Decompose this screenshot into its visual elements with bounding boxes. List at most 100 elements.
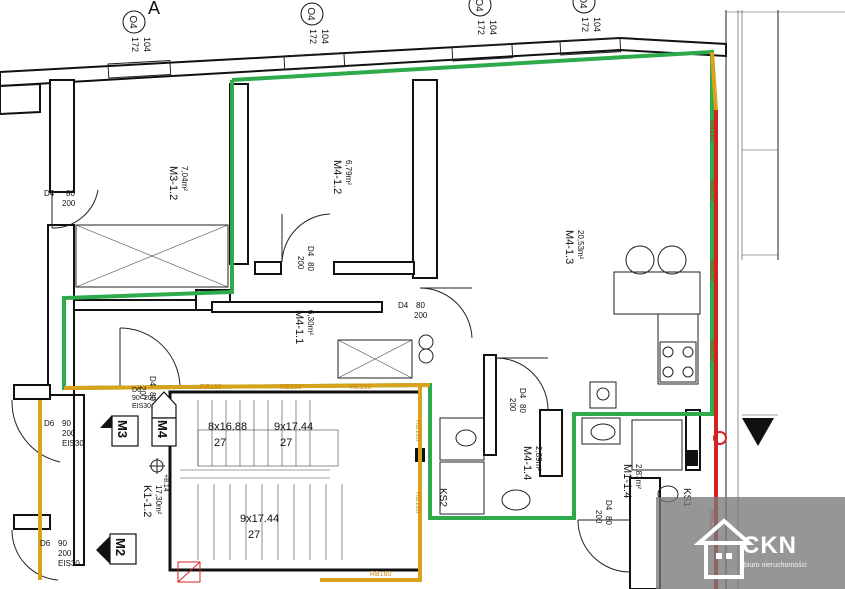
door-rating: EIS30 [58, 559, 80, 568]
room-area: 6,79m² [344, 160, 353, 185]
window-width: 104 [142, 37, 152, 52]
riser-symbol [713, 431, 727, 445]
door-height: 200 [594, 510, 603, 524]
wardrobes [75, 224, 413, 379]
pipe-label: RB110 [708, 260, 715, 281]
pipe-label: RE160 [280, 384, 302, 391]
pipe-label: RB110 [708, 120, 715, 141]
door-type: D4 [306, 246, 315, 257]
ks2-label: KS2 [437, 488, 448, 507]
marker-m3: M3 [115, 420, 130, 438]
door-width: 90 [62, 419, 71, 428]
cooktop [659, 341, 697, 383]
pipe-label: RB160 [370, 571, 392, 578]
watermark-subtitle: biuro nieruchomości [744, 562, 807, 569]
room-name: M1-1.4 [621, 464, 633, 498]
east-facade [725, 10, 845, 589]
door-height: 200 [414, 311, 428, 320]
room-name: M4-1.2 [331, 160, 343, 194]
stair-treads [197, 400, 343, 560]
kitchen [589, 245, 701, 409]
interior-walls [13, 79, 701, 589]
room-area: 17,30m² [154, 485, 163, 515]
window-id: O4 [127, 15, 138, 29]
door-swings [11, 189, 631, 581]
door-rating: EIS30 [62, 439, 84, 448]
stair-dims: 9x17.44 [240, 513, 279, 525]
door-tags: D4 80 200 D4 80 200 D4 80 200 D4 80 200 … [40, 189, 613, 568]
stair-count: 27 [280, 437, 292, 449]
house-logo-icon [694, 518, 754, 579]
room-name: M4-1.1 [293, 310, 305, 344]
bathroom-fixtures [418, 334, 683, 515]
door-width: 80 [66, 189, 75, 198]
window-id: O4 [577, 0, 588, 9]
room-area: 6,30m² [306, 310, 315, 335]
window-id: O4 [473, 0, 484, 12]
unit-boundary [62, 49, 714, 520]
room-area: 2,87m² [634, 464, 643, 489]
stair-count: 27 [248, 529, 260, 541]
pipe-yellow-right [320, 386, 422, 582]
room-area: 2,89m² [534, 446, 543, 471]
door-width: 80 [148, 392, 157, 401]
door-type: D6 [40, 539, 51, 548]
door-type: D4 [604, 500, 613, 511]
door-rating: EIS30 [132, 403, 151, 410]
window-height: 172 [130, 37, 140, 52]
room-name: M3-1.2 [167, 166, 179, 200]
door-type: D4 [398, 301, 409, 310]
door-height: 200 [62, 199, 76, 208]
window-id: O4 [305, 7, 316, 21]
window-width: 104 [488, 20, 498, 35]
door-width: 80 [306, 262, 315, 271]
door-type: D4 [518, 388, 527, 399]
door-height: 200 [138, 386, 147, 400]
pipe-label: RB160 [414, 420, 421, 442]
window-height: 172 [580, 17, 590, 32]
room-area: 20,53m² [576, 230, 585, 260]
stair-count: 27 [214, 437, 226, 449]
door-height: 200 [144, 395, 156, 402]
pipe-label: RE160 [350, 384, 372, 391]
pipe-yellow-top [63, 383, 431, 390]
door-type: D6 [44, 419, 55, 428]
door-height: 200 [296, 256, 305, 270]
door-width: 80 [416, 301, 425, 310]
stair-markers: M4 M3 M2 [96, 391, 177, 565]
door-type: D4 [148, 376, 157, 387]
door-type: D4 [44, 189, 55, 198]
level-value: +8.14 [162, 474, 169, 492]
watermark-panel [656, 497, 845, 589]
door-width: 90 [132, 395, 140, 402]
stair-labels: 8x16.88 27 9x17.44 27 9x17.44 27 [208, 421, 313, 541]
door-height: 200 [58, 549, 72, 558]
stair-dims: 8x16.88 [208, 421, 247, 433]
window-width: 104 [592, 17, 602, 32]
room-area: 7,04m² [180, 166, 189, 191]
window-height: 172 [476, 20, 486, 35]
window-height: 172 [308, 29, 318, 44]
marker-m2: M2 [113, 538, 128, 556]
door-height: 200 [508, 398, 517, 412]
door-type: D6 [132, 387, 141, 394]
section-arrow-icon [742, 418, 774, 446]
north-windows [107, 37, 622, 79]
pipe-label: RB110 [708, 180, 715, 201]
window-width: 104 [320, 29, 330, 44]
pipe-label: RE160 [200, 384, 222, 391]
room-name: M4-1.3 [563, 230, 575, 264]
room-name: K1-1.2 [141, 485, 153, 517]
window-tags: O4 104 172 O4 104 172 O4 104 172 O4 104 … [122, 0, 602, 52]
room-name: M4-1.4 [521, 446, 533, 480]
door-width: 80 [518, 404, 527, 413]
staircase [168, 390, 698, 583]
grid-letter: A [148, 0, 160, 18]
stair-dims: 9x17.44 [274, 421, 313, 433]
watermark-brand: CKN [742, 532, 797, 559]
door-width: 80 [604, 516, 613, 525]
door-width: 90 [58, 539, 67, 548]
pipe-label: RB110 [708, 340, 715, 361]
pipe-label: RB160 [414, 492, 421, 514]
